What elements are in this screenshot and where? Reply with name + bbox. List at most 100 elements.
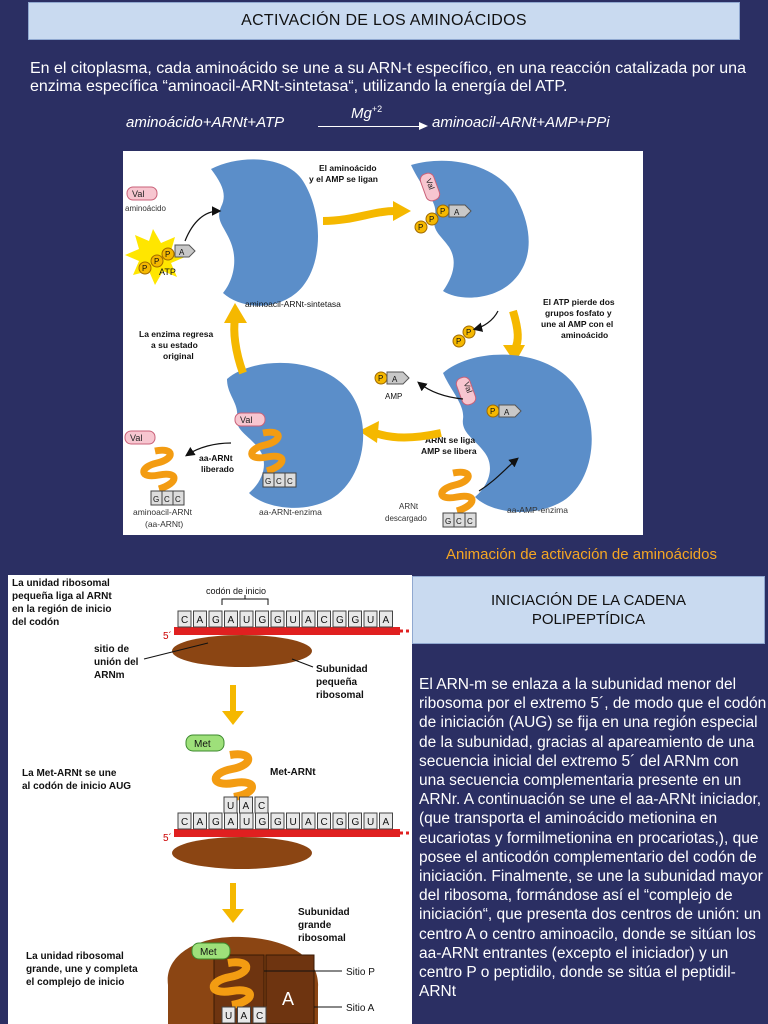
- val-label: Val: [462, 381, 474, 395]
- codon-letter: C: [456, 517, 462, 526]
- phosphate-icon: [150, 254, 164, 268]
- cycle-arrow-icon: [509, 309, 522, 351]
- nucleotide-letter: G: [336, 817, 344, 828]
- nucleotide-letter: G: [259, 615, 267, 626]
- cycle-arrow-icon: [322, 207, 396, 225]
- step4-label: a su estado: [151, 340, 198, 350]
- trna-helix-icon: [248, 428, 286, 475]
- flow-arrow-head-icon: [222, 711, 244, 725]
- sitio-label: unión del: [94, 657, 139, 668]
- phosphate-label: P: [429, 215, 434, 224]
- nucleotide-box: [317, 812, 331, 830]
- nucleotide-letter: A: [228, 615, 235, 626]
- anticodon-box: [237, 1006, 251, 1024]
- nucleotide-letter: G: [212, 817, 220, 828]
- codon-letter: C: [287, 477, 293, 486]
- codon-box: [464, 512, 477, 528]
- small-ribosome-subunit: [172, 837, 312, 869]
- anticodon-box: [221, 1006, 236, 1024]
- met-label: Met: [194, 739, 211, 750]
- section-title-iniciacion: INICIACIÓN DE LA CADENA POLIPEPTÍDICA: [412, 576, 765, 644]
- flow-arrow-head-icon: [222, 909, 244, 923]
- val-badge: [234, 412, 266, 427]
- met-arnt-label: Met-ARNt: [270, 767, 316, 778]
- mrna-backbone: [174, 829, 400, 837]
- codon-letter: C: [164, 495, 170, 504]
- phosphate-label: P: [418, 223, 423, 232]
- phosphate-icon: [452, 334, 466, 348]
- aa-arnt-liberado-label: aa-ARNt: [199, 453, 233, 463]
- nucleotide-letter: G: [352, 817, 360, 828]
- large-subunit-label: grande: [298, 920, 332, 931]
- equation-catalyst: Mg+2: [351, 104, 383, 122]
- cycle-arrow-head-icon: [359, 421, 379, 443]
- amp-label: AMP: [385, 392, 402, 401]
- step1-label: pequeña liga al ARNt: [12, 591, 112, 602]
- met-badge: [191, 942, 231, 960]
- codon-letter: C: [467, 517, 473, 526]
- curved-arrow-icon: [185, 442, 232, 457]
- small-subunit-label: ribosomal: [316, 690, 364, 701]
- codon-box: [172, 490, 185, 506]
- nucleotide-box: [208, 610, 223, 628]
- nucleotide-letter: A: [197, 615, 204, 626]
- cycle-arrow-icon: [373, 429, 442, 442]
- reaction-equation: aminoácido+ARNt+ATP Mg+2 aminoacil-ARNt+…: [0, 104, 768, 134]
- site-a-letter: A: [282, 989, 294, 1009]
- val-label: Val: [424, 178, 436, 192]
- equation-reactants: aminoácido+ARNt+ATP: [126, 114, 285, 131]
- step3-label: el complejo de inicio: [26, 977, 124, 988]
- animation-link[interactable]: Animación de activación de aminoácidos: [446, 546, 717, 563]
- phosphate-icon: [414, 220, 428, 234]
- initiation-figure: La unidad ribosomal pequeña liga al ARNt…: [8, 575, 412, 1024]
- enzyme-shape: [227, 362, 364, 508]
- nucleotide-letter: C: [321, 817, 328, 828]
- codon-letter: G: [265, 477, 271, 486]
- nucleotide-letter: G: [352, 615, 360, 626]
- nucleotide-letter: U: [290, 817, 297, 828]
- val-label: Val: [240, 415, 252, 425]
- enzyme-shape: [411, 160, 529, 298]
- nucleotide-letter: G: [259, 817, 267, 828]
- anticodon-letter: A: [243, 801, 250, 812]
- step4-label: original: [163, 351, 194, 361]
- step1-label: y el AMP se ligan: [309, 174, 378, 184]
- step3-label: ARNt se liga: [425, 435, 475, 445]
- nucleotide-box: [270, 610, 285, 628]
- site-p-label: Sitio P: [346, 967, 375, 978]
- trna-helix-icon: [211, 750, 256, 801]
- large-subunit-label: Subunidad: [298, 907, 350, 918]
- nucleotide-letter: A: [305, 817, 312, 828]
- cycle-arrow-head-icon: [393, 201, 411, 221]
- nucleotide-box: [193, 610, 207, 628]
- small-subunit-label: Subunidad: [316, 664, 368, 675]
- adenine-icon: [498, 404, 522, 418]
- step2-label: La Met-ARNt se une: [22, 768, 117, 779]
- step3-label: AMP se libera: [421, 446, 477, 456]
- nucleotide-letter: C: [321, 615, 328, 626]
- step2-label: aminoácido: [561, 330, 608, 340]
- nucleotide-box: [348, 812, 362, 830]
- site-a-box: [265, 954, 315, 1024]
- phosphate-label: P: [378, 374, 383, 383]
- arnt-descargado-label: ARNt: [399, 502, 419, 511]
- nucleotide-box: [332, 610, 347, 628]
- phosphate-icon: [425, 212, 439, 226]
- nucleotide-box: [379, 812, 393, 830]
- catalyst-charge: +2: [371, 104, 383, 114]
- val-badge: [126, 186, 158, 201]
- nucleotide-box: [239, 812, 254, 830]
- nucleotide-letter: G: [274, 615, 282, 626]
- reaction-arrow-icon: [318, 122, 428, 130]
- small-ribosome-subunit: [172, 635, 312, 667]
- step2-label: al codón de inicio AUG: [22, 781, 131, 792]
- nucleotide-box: [239, 610, 254, 628]
- nucleotide-box: [363, 812, 378, 830]
- nucleotide-letter: A: [383, 615, 390, 626]
- curved-arrow-icon: [472, 310, 499, 332]
- aminoacil-arnt-label: aminoacil-ARNt: [133, 507, 193, 517]
- site-a-label: Sitio A: [346, 1003, 375, 1014]
- atp-label: ATP: [159, 267, 176, 277]
